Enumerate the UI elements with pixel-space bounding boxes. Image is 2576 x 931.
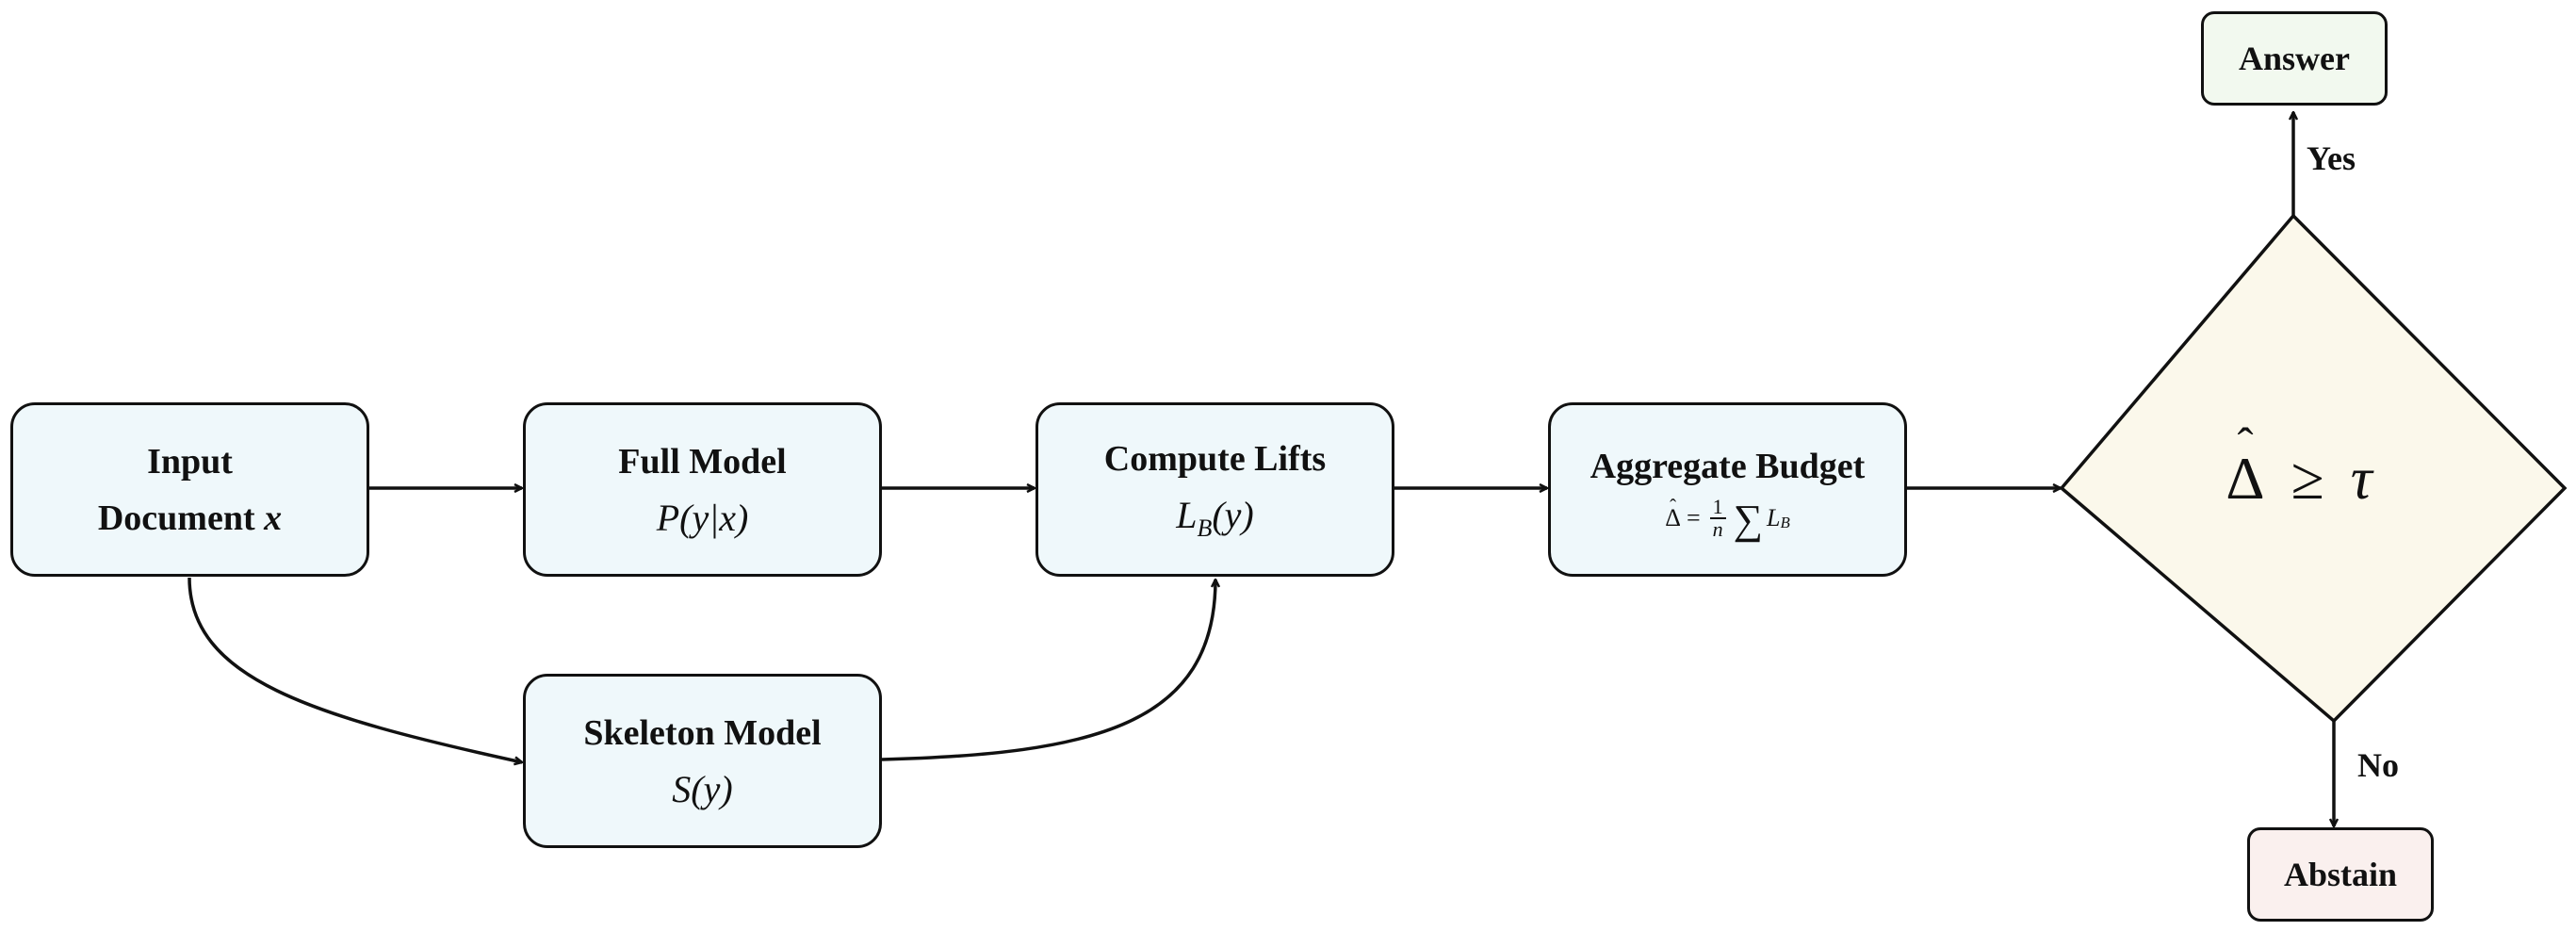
skeleton-model-node: Skeleton Model S(y) <box>523 674 882 848</box>
skeleton-fn: S <box>672 767 692 810</box>
aggregate-budget-title: Aggregate Budget <box>1590 446 1866 486</box>
decision-condition: Δ ≥ τ <box>2225 417 2372 514</box>
lift-subscript: B <box>1197 514 1213 543</box>
compute-lifts-formula: LB(y) <box>1176 487 1254 548</box>
fraction-denominator: n <box>1712 516 1723 541</box>
sum-symbol: ∑ <box>1733 496 1763 543</box>
yes-label: Yes <box>2307 139 2356 177</box>
input-document-node: Input Document x <box>10 402 369 577</box>
decision-operator: ≥ <box>2291 445 2324 512</box>
compute-lifts-title: Compute Lifts <box>1103 439 1327 479</box>
aggregate-budget-formula: Δ = 1 n ∑ LB <box>1665 483 1790 543</box>
budget-equals: = <box>1686 503 1701 531</box>
abstain-node: Abstain <box>2247 827 2434 922</box>
aggregate-budget-node: Aggregate Budget Δ = 1 n ∑ LB <box>1548 402 1907 577</box>
fraction-numerator: 1 <box>1709 496 1726 519</box>
document-label: Document x <box>98 490 282 547</box>
decision-threshold: τ <box>2350 445 2372 512</box>
skeleton-model-formula: S(y) <box>672 761 732 818</box>
decision-delta: Δ <box>2225 417 2264 514</box>
full-model-node: Full Model P(y|x) <box>523 402 882 577</box>
edge-skeleton-to-compute-lifts <box>881 580 1215 761</box>
budget-fraction: 1 n <box>1709 496 1726 541</box>
sum-term-subscript: B <box>1780 514 1790 532</box>
full-model-title: Full Model <box>618 441 787 482</box>
full-model-args: (y|x) <box>679 496 749 539</box>
sum-term: L <box>1766 503 1781 531</box>
no-label: No <box>2357 746 2399 784</box>
lift-fn: L <box>1176 494 1198 536</box>
lift-args: (y) <box>1212 494 1254 536</box>
compute-lifts-node: Compute Lifts LB(y) <box>1035 402 1394 577</box>
input-variable: x <box>264 498 283 538</box>
document-word: Document <box>97 498 255 538</box>
answer-node: Answer <box>2201 11 2388 106</box>
edge-input-to-skeleton <box>187 577 522 762</box>
skeleton-model-title: Skeleton Model <box>583 712 822 753</box>
full-model-formula: P(y|x) <box>657 490 749 547</box>
skeleton-args: (y) <box>691 767 733 810</box>
budget-delta: Δ <box>1665 483 1681 542</box>
input-label: Input <box>147 441 233 482</box>
full-model-fn: P <box>656 496 680 539</box>
